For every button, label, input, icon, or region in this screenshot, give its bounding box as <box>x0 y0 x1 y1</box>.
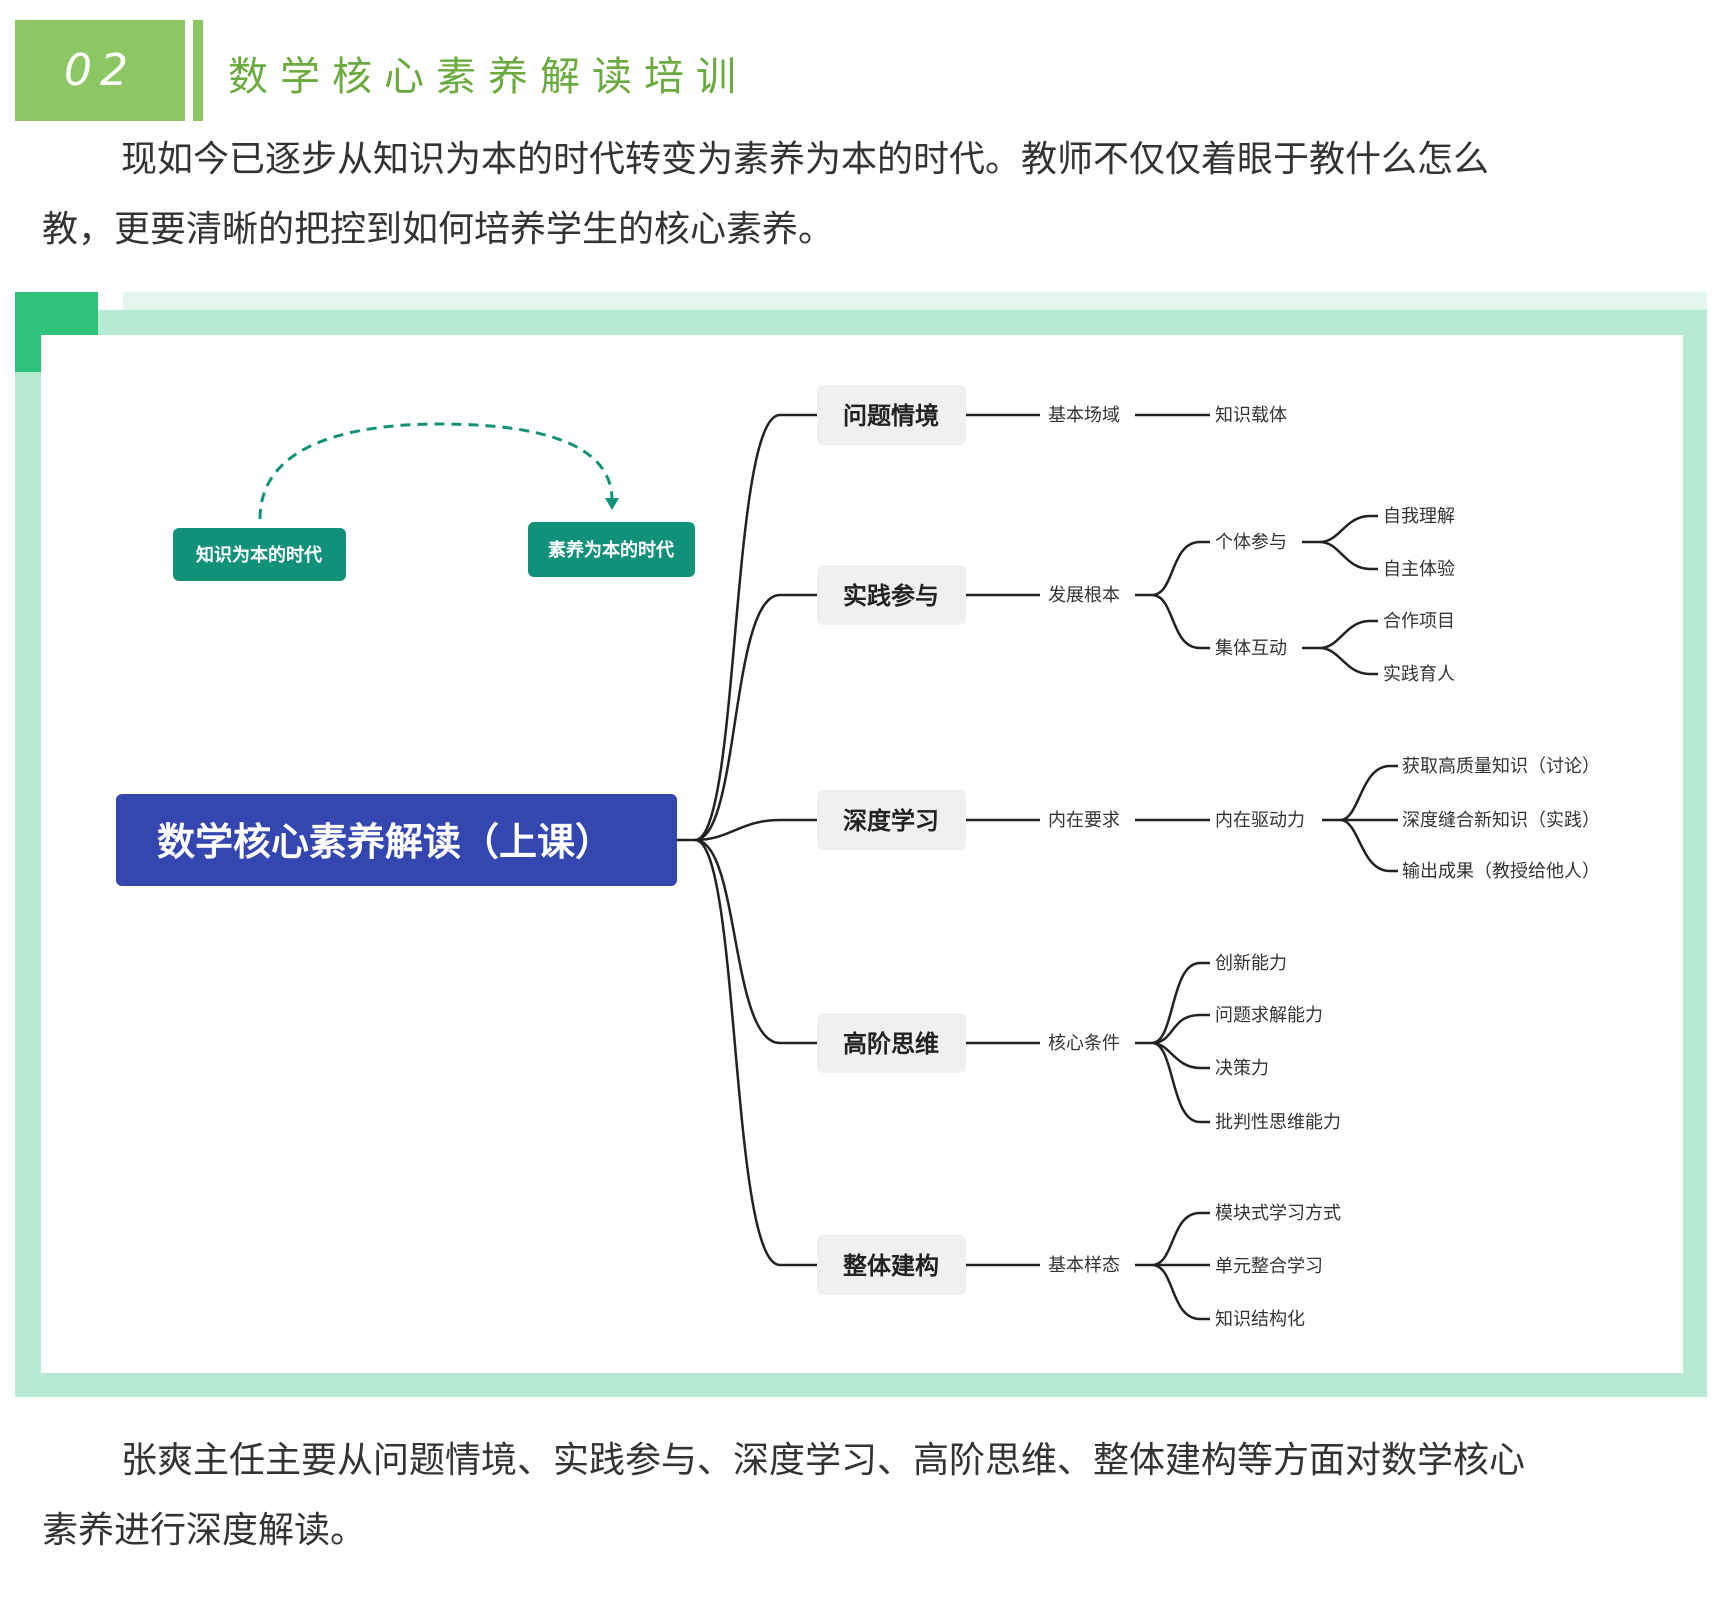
topic-label: 知识载体 <box>1215 405 1287 426</box>
leaf-label: 获取高质量知识（讨论） <box>1402 756 1600 777</box>
divider-bar <box>193 20 203 121</box>
intro-line-1: 现如今已逐步从知识为本的时代转变为素养为本的时代。教师不仅仅着眼于教什么怎么 <box>121 139 1490 180</box>
root-node <box>116 794 677 886</box>
era-node-from <box>173 528 346 581</box>
summary-paragraph: 张爽主任主要从问题情境、实践参与、深度学习、高阶思维、整体建构等方面对数学核心 … <box>42 1426 1692 1566</box>
leaf-label: 自主体验 <box>1383 559 1455 580</box>
topic-label: 内在驱动力 <box>1215 810 1305 831</box>
leaf-label: 批判性思维能力 <box>1215 1112 1341 1133</box>
era-node-to <box>528 522 695 577</box>
intro-paragraph: 现如今已逐步从知识为本的时代转变为素养为本的时代。教师不仅仅着眼于教什么怎么 教… <box>42 125 1692 265</box>
leaf-label: 决策力 <box>1215 1058 1269 1079</box>
root-label: 数学核心素养解读（上课） <box>157 820 613 864</box>
branch-label: 问题情境 <box>843 402 939 430</box>
branch-node <box>817 385 966 445</box>
leaf-label: 实践育人 <box>1383 664 1455 685</box>
branch-label: 高阶思维 <box>843 1030 939 1058</box>
frame-strip <box>123 292 1707 310</box>
topic-label: 基本样态 <box>1048 1255 1120 1276</box>
leaf-label: 知识结构化 <box>1215 1309 1305 1330</box>
transition-arrow <box>258 422 614 520</box>
branch-label: 实践参与 <box>843 582 939 610</box>
era-to-label: 素养为本的时代 <box>548 539 674 561</box>
branch-node <box>817 565 966 625</box>
connectors <box>677 413 1398 1321</box>
section-number-text: 02 <box>64 45 136 96</box>
topic-label: 内在要求 <box>1048 810 1120 831</box>
leaf-label: 模块式学习方式 <box>1215 1203 1341 1224</box>
section-title: 数学核心素养解读培训 <box>228 54 748 100</box>
topic-label: 基本场域 <box>1048 405 1120 426</box>
branch-node <box>817 790 966 850</box>
leaf-label: 创新能力 <box>1215 953 1287 974</box>
summary-line-1: 张爽主任主要从问题情境、实践参与、深度学习、高阶思维、整体建构等方面对数学核心 <box>121 1440 1526 1481</box>
intro-line-2: 教，更要清晰的把控到如何培养学生的核心素养。 <box>42 209 835 250</box>
leaf-label: 深度缝合新知识（实践） <box>1402 810 1600 831</box>
topic-label: 集体互动 <box>1215 638 1287 659</box>
leaf-label: 输出成果（教授给他人） <box>1402 861 1600 882</box>
section-number: 02 <box>15 20 185 121</box>
branch-node <box>817 1235 966 1295</box>
branch-label: 深度学习 <box>843 807 939 835</box>
arrow-head-icon <box>605 498 619 510</box>
topic-label: 核心条件 <box>1048 1033 1120 1054</box>
leaf-label: 单元整合学习 <box>1215 1256 1323 1277</box>
topic-label: 个体参与 <box>1215 532 1287 553</box>
leaf-label: 问题求解能力 <box>1215 1005 1323 1026</box>
branch-label: 整体建构 <box>843 1252 939 1280</box>
era-from-label: 知识为本的时代 <box>196 544 322 566</box>
leaf-label: 合作项目 <box>1383 611 1455 632</box>
summary-line-2: 素养进行深度解读。 <box>42 1510 367 1551</box>
branch-node <box>817 1013 966 1073</box>
topic-label: 发展根本 <box>1048 585 1120 606</box>
leaf-label: 自我理解 <box>1383 506 1455 527</box>
